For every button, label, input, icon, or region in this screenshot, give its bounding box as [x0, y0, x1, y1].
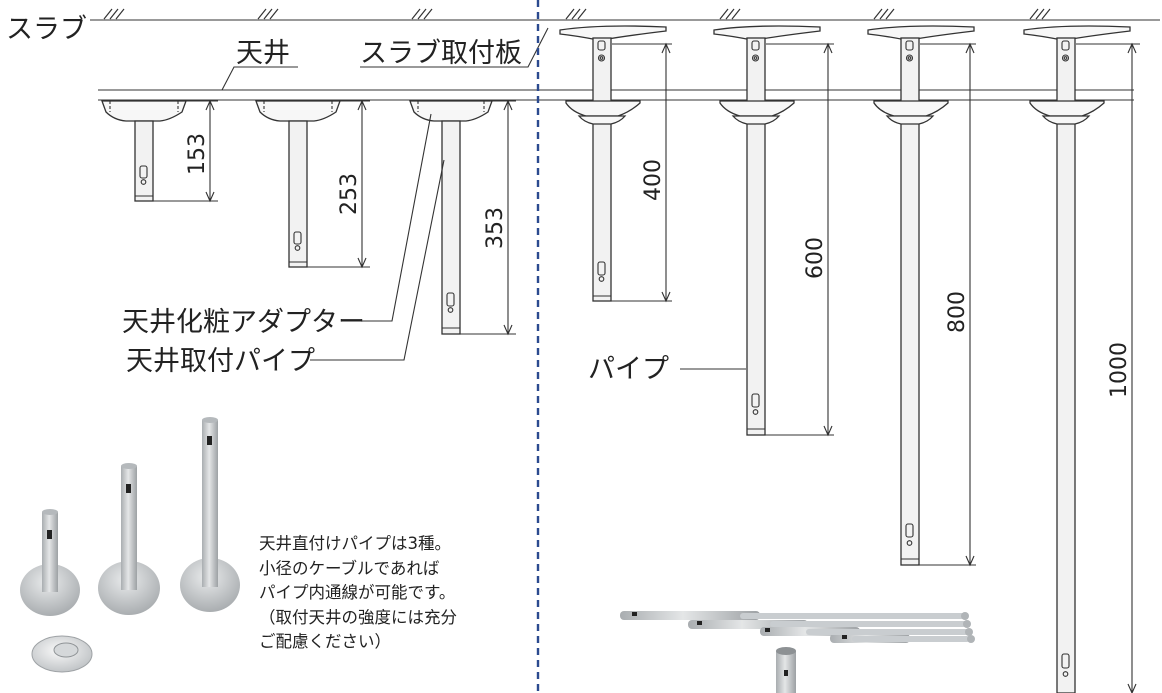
slab-hatch-marks [103, 8, 1051, 20]
product-photo-slab-pipes [620, 611, 975, 693]
pipe-label: パイプ [588, 354, 669, 385]
dimension-label-800: 800 [945, 291, 970, 333]
ceiling-pipe-253 [255, 100, 341, 268]
ceiling-adapter-label: 天井化粧アダプター [122, 307, 365, 338]
note-line-4: （取付天井の強度には充分 [259, 607, 457, 627]
note-text: 天井直付けパイプは3種。 小径のケーブルであれば パイプ内通線が可能です。 （取… [259, 532, 529, 655]
slab-pipe-1000 [1023, 25, 1131, 693]
dimension-400 [611, 42, 672, 303]
dimension-label-400: 400 [641, 159, 666, 201]
dimension-label-600: 600 [803, 237, 828, 279]
dimension-label-253: 253 [337, 173, 362, 215]
dimension-600 [765, 42, 834, 437]
slab-plate-label: スラブ取付板 [360, 38, 522, 69]
slab-pipe-600 [713, 25, 821, 436]
ceiling-line [98, 89, 1134, 101]
note-line-3: パイプ内通線が可能です。 [259, 583, 456, 602]
ceiling-pipe-leader-line [310, 159, 445, 361]
slab-pipe-800 [867, 25, 975, 566]
ceiling-leader-line [221, 66, 298, 91]
slab-line [90, 8, 1160, 21]
dimension-253 [307, 99, 370, 269]
slab-plate-leader-line [360, 27, 549, 68]
ceiling-pipe-153 [101, 100, 187, 202]
adapter-leader-line [357, 113, 432, 322]
product-photo-ceiling-pipes [20, 417, 240, 673]
note-line-5: ご配慮ください） [259, 632, 391, 651]
dimension-800 [919, 42, 976, 567]
ceiling-pipe-353 [409, 100, 493, 335]
ceiling-label: 天井 [236, 38, 290, 69]
note-line-1: 天井直付けパイプは3種。 [259, 534, 451, 553]
ceiling-pipe-label: 天井取付パイプ [126, 346, 315, 377]
note-line-2: 小径のケーブルであれば [259, 558, 440, 578]
dimension-1000 [1076, 42, 1140, 693]
dimension-label-153: 153 [185, 133, 210, 175]
slab-pipe-400 [559, 25, 667, 302]
dimension-label-353: 353 [483, 207, 508, 249]
dimension-353 [460, 99, 516, 336]
dimension-label-1000: 1000 [1107, 342, 1132, 398]
dimension-153 [153, 99, 218, 203]
slab-label: スラブ [6, 14, 87, 45]
